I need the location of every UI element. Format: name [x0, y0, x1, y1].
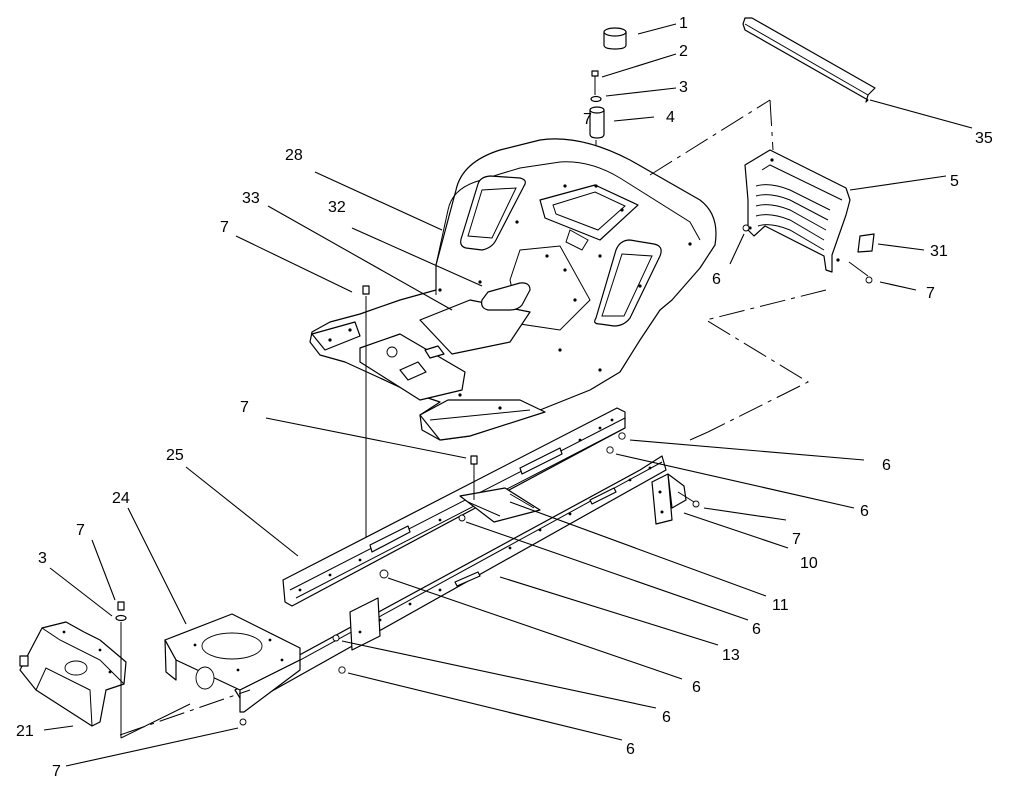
- callout-7: 7: [76, 522, 85, 539]
- part-24-mount-plate: [164, 613, 301, 713]
- callout-6: 6: [860, 503, 869, 520]
- callout-24: 24: [112, 490, 130, 507]
- callout-6: 6: [626, 741, 635, 758]
- callout-3: 3: [38, 550, 47, 567]
- part-1-knob: [603, 27, 627, 50]
- part-6-nut-rear: [742, 224, 750, 232]
- part-25-frame-rail: [282, 407, 626, 607]
- callout-5: 5: [950, 173, 959, 190]
- part-21-front-bracket: [19, 621, 127, 727]
- callout-labels: 1 2 3 4 7 35 5 31 6 7 28 33 32 7 7 25 6 …: [16, 15, 993, 780]
- part-35-angle-bar: [742, 17, 876, 103]
- callout-4: 4: [666, 109, 675, 126]
- part-6-nuts-frame: [239, 432, 626, 726]
- callout-25: 25: [166, 447, 184, 464]
- callout-1: 1: [679, 15, 688, 32]
- part-7-bolt-seat: [362, 285, 370, 295]
- part-32-decal: [481, 282, 531, 311]
- part-4-spacer: [589, 106, 605, 139]
- callout-28: 28: [285, 147, 303, 164]
- callout-31: 31: [930, 243, 948, 260]
- part-28-fender-deck: [309, 138, 717, 441]
- part-31-label: [857, 233, 875, 253]
- callout-7: 7: [52, 763, 61, 780]
- callout-32: 32: [328, 199, 346, 216]
- part-7-bolt-front: [115, 601, 127, 622]
- part-3-washer: [590, 95, 602, 103]
- part-33-floor-mat: [419, 299, 531, 355]
- callout-21: 21: [16, 723, 34, 740]
- callout-6: 6: [662, 709, 671, 726]
- callout-6: 6: [712, 271, 721, 288]
- part-7-bolt-rear: [848, 261, 873, 284]
- callout-35: 35: [975, 130, 993, 147]
- part-7-bolt-frame: [470, 455, 478, 500]
- callout-11: 11: [772, 597, 789, 614]
- assembly-lines: [119, 99, 827, 736]
- callout-7: 7: [792, 531, 801, 548]
- callout-33: 33: [242, 190, 260, 207]
- callout-2: 2: [679, 43, 688, 60]
- callout-3: 3: [679, 79, 688, 96]
- part-7-bolt-bracket: [677, 491, 700, 508]
- callout-6: 6: [752, 621, 761, 638]
- callout-6: 6: [882, 457, 891, 474]
- part-10-bracket: [651, 473, 687, 525]
- callout-13: 13: [722, 647, 740, 664]
- callout-7: 7: [583, 111, 592, 128]
- callout-7: 7: [240, 399, 249, 416]
- part-5-rear-cover: [744, 149, 851, 273]
- callout-7: 7: [220, 219, 229, 236]
- callout-7: 7: [926, 285, 935, 302]
- leader-lines: [43, 23, 973, 767]
- part-11-cross-member: [459, 487, 541, 523]
- callout-6: 6: [692, 679, 701, 696]
- callout-10: 10: [800, 555, 818, 572]
- part-2-screw: [591, 70, 599, 95]
